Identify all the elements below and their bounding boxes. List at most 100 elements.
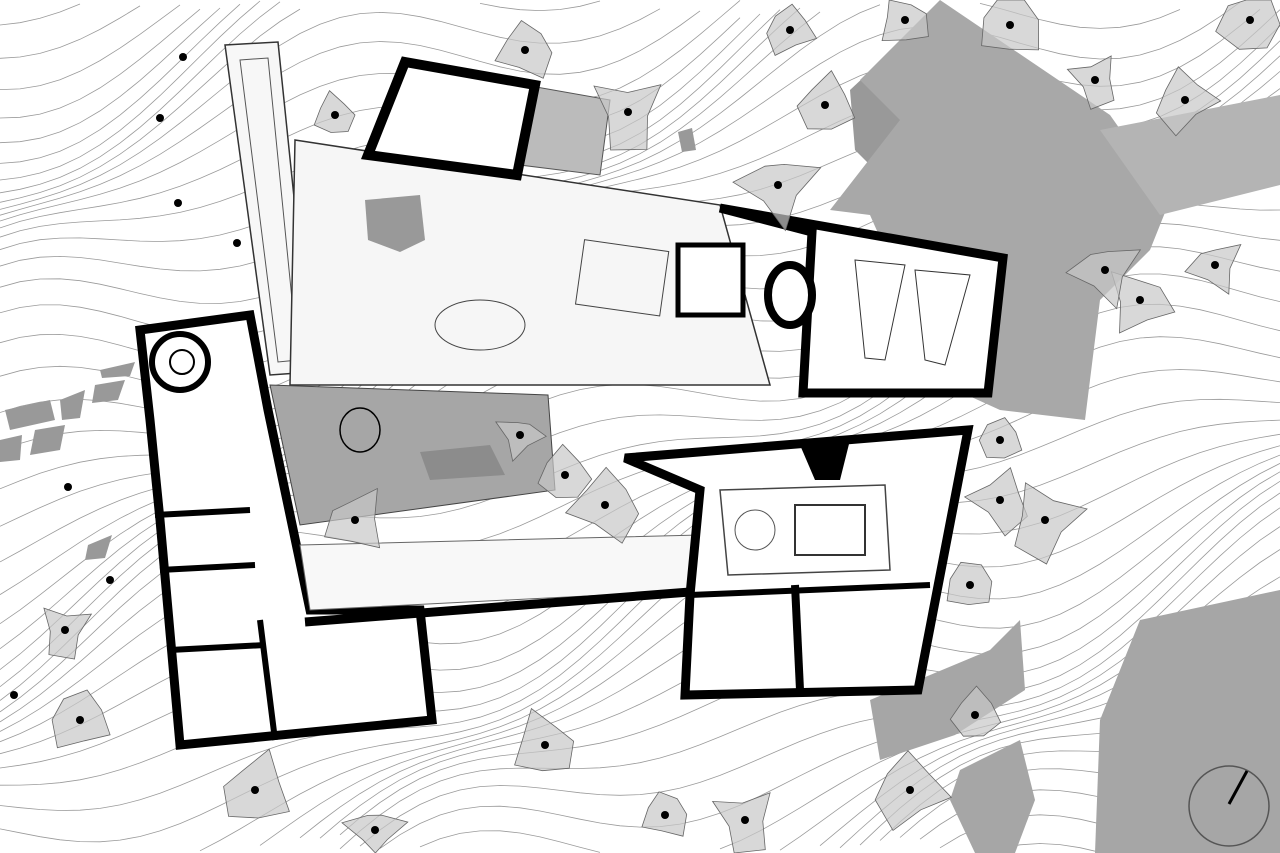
shrub-marker <box>10 691 18 699</box>
tree-trunk <box>1246 16 1254 24</box>
planter <box>365 195 425 252</box>
tree-trunk <box>1091 76 1099 84</box>
tree-canopy <box>43 607 93 660</box>
contour-line <box>0 5 141 59</box>
tree-trunk <box>1211 261 1219 269</box>
tree-canopy <box>1215 0 1280 50</box>
contour-line <box>339 492 1280 850</box>
tree-trunk <box>1041 516 1049 524</box>
tree-pit <box>339 407 381 453</box>
contour-line <box>0 8 661 210</box>
tree-canopy <box>1065 249 1142 310</box>
shrub-marker <box>179 53 187 61</box>
rock-outcrop <box>60 390 85 420</box>
corridor-wall <box>304 587 691 627</box>
contour-line <box>0 4 181 90</box>
tree-trunk <box>601 501 609 509</box>
building-plan <box>135 41 1008 750</box>
west-wing <box>135 309 437 750</box>
tree-trunk <box>786 26 794 34</box>
lounge <box>434 299 526 351</box>
tree-trunk <box>251 786 259 794</box>
contour-line <box>359 507 1280 847</box>
rock-outcrop <box>870 620 1025 760</box>
wall <box>169 642 266 653</box>
trees <box>10 0 1280 853</box>
bedroom-wing <box>718 203 1008 398</box>
rock-outcrop <box>30 425 65 455</box>
contour-line <box>0 0 741 222</box>
service-block <box>360 56 541 181</box>
furniture <box>574 239 670 317</box>
tree-canopy <box>341 814 409 853</box>
tree-trunk <box>351 516 359 524</box>
tree-trunk <box>906 786 914 794</box>
tree-trunk <box>821 101 829 109</box>
compass-icon <box>1188 765 1270 847</box>
wall <box>154 507 251 518</box>
black-wedge <box>800 440 850 480</box>
tree-trunk <box>516 431 524 439</box>
rock-outcrop <box>1100 95 1280 215</box>
tree-canopy <box>1184 244 1242 295</box>
round-room <box>764 261 816 329</box>
shrub-marker <box>64 483 72 491</box>
tree-trunk <box>971 711 979 719</box>
courtyard-pond <box>420 445 505 480</box>
spa-wing <box>623 425 974 700</box>
contour-line <box>0 1 281 194</box>
shrub-marker <box>174 199 182 207</box>
rock-outcrop <box>92 380 125 403</box>
rock-outcrop <box>1095 590 1280 853</box>
tree-canopy <box>223 748 290 819</box>
shrub-marker <box>156 114 164 122</box>
tree-trunk <box>371 826 379 834</box>
spa-pool <box>719 484 891 576</box>
tree-canopy <box>1066 55 1115 110</box>
contour-line <box>0 7 221 144</box>
wall <box>159 562 256 573</box>
tree-trunk <box>1136 296 1144 304</box>
tree-trunk <box>741 816 749 824</box>
tree-trunk <box>541 741 549 749</box>
wall <box>689 582 931 598</box>
tree-trunk <box>561 471 569 479</box>
tree-trunk <box>1101 266 1109 274</box>
wall <box>791 584 804 691</box>
bed <box>914 269 971 366</box>
tree-trunk <box>76 716 84 724</box>
rock-outcrop <box>85 535 112 560</box>
tree-canopy <box>796 70 856 130</box>
rock-outcrop <box>0 435 22 462</box>
rock-outcrop <box>5 400 55 430</box>
tree-canopy <box>1014 482 1088 565</box>
tree-canopy <box>593 84 662 151</box>
tree-trunk <box>661 811 669 819</box>
tree-canopy <box>537 443 593 499</box>
round-stair-core <box>169 349 195 375</box>
bed <box>854 259 906 361</box>
contour-line <box>0 419 1280 811</box>
rock-outcrop <box>100 362 135 378</box>
wall <box>257 619 278 741</box>
contour-line <box>0 8 201 119</box>
shrub-marker <box>106 576 114 584</box>
tree-trunk <box>61 626 69 634</box>
shrub-marker <box>233 239 241 247</box>
tree-trunk <box>1006 21 1014 29</box>
tree-trunk <box>901 16 909 24</box>
plunge-pool <box>734 509 776 551</box>
sauna <box>794 504 866 556</box>
tree-canopy <box>495 421 547 463</box>
tree-trunk <box>996 496 1004 504</box>
tree-trunk <box>521 46 529 54</box>
rock-outcrop <box>950 740 1035 853</box>
contour-line <box>0 10 701 216</box>
tree-canopy <box>514 707 575 772</box>
tree-canopy <box>963 467 1028 537</box>
contour-line <box>0 3 241 164</box>
core <box>675 242 746 318</box>
contour-line <box>0 0 261 181</box>
tree-trunk <box>1181 96 1189 104</box>
